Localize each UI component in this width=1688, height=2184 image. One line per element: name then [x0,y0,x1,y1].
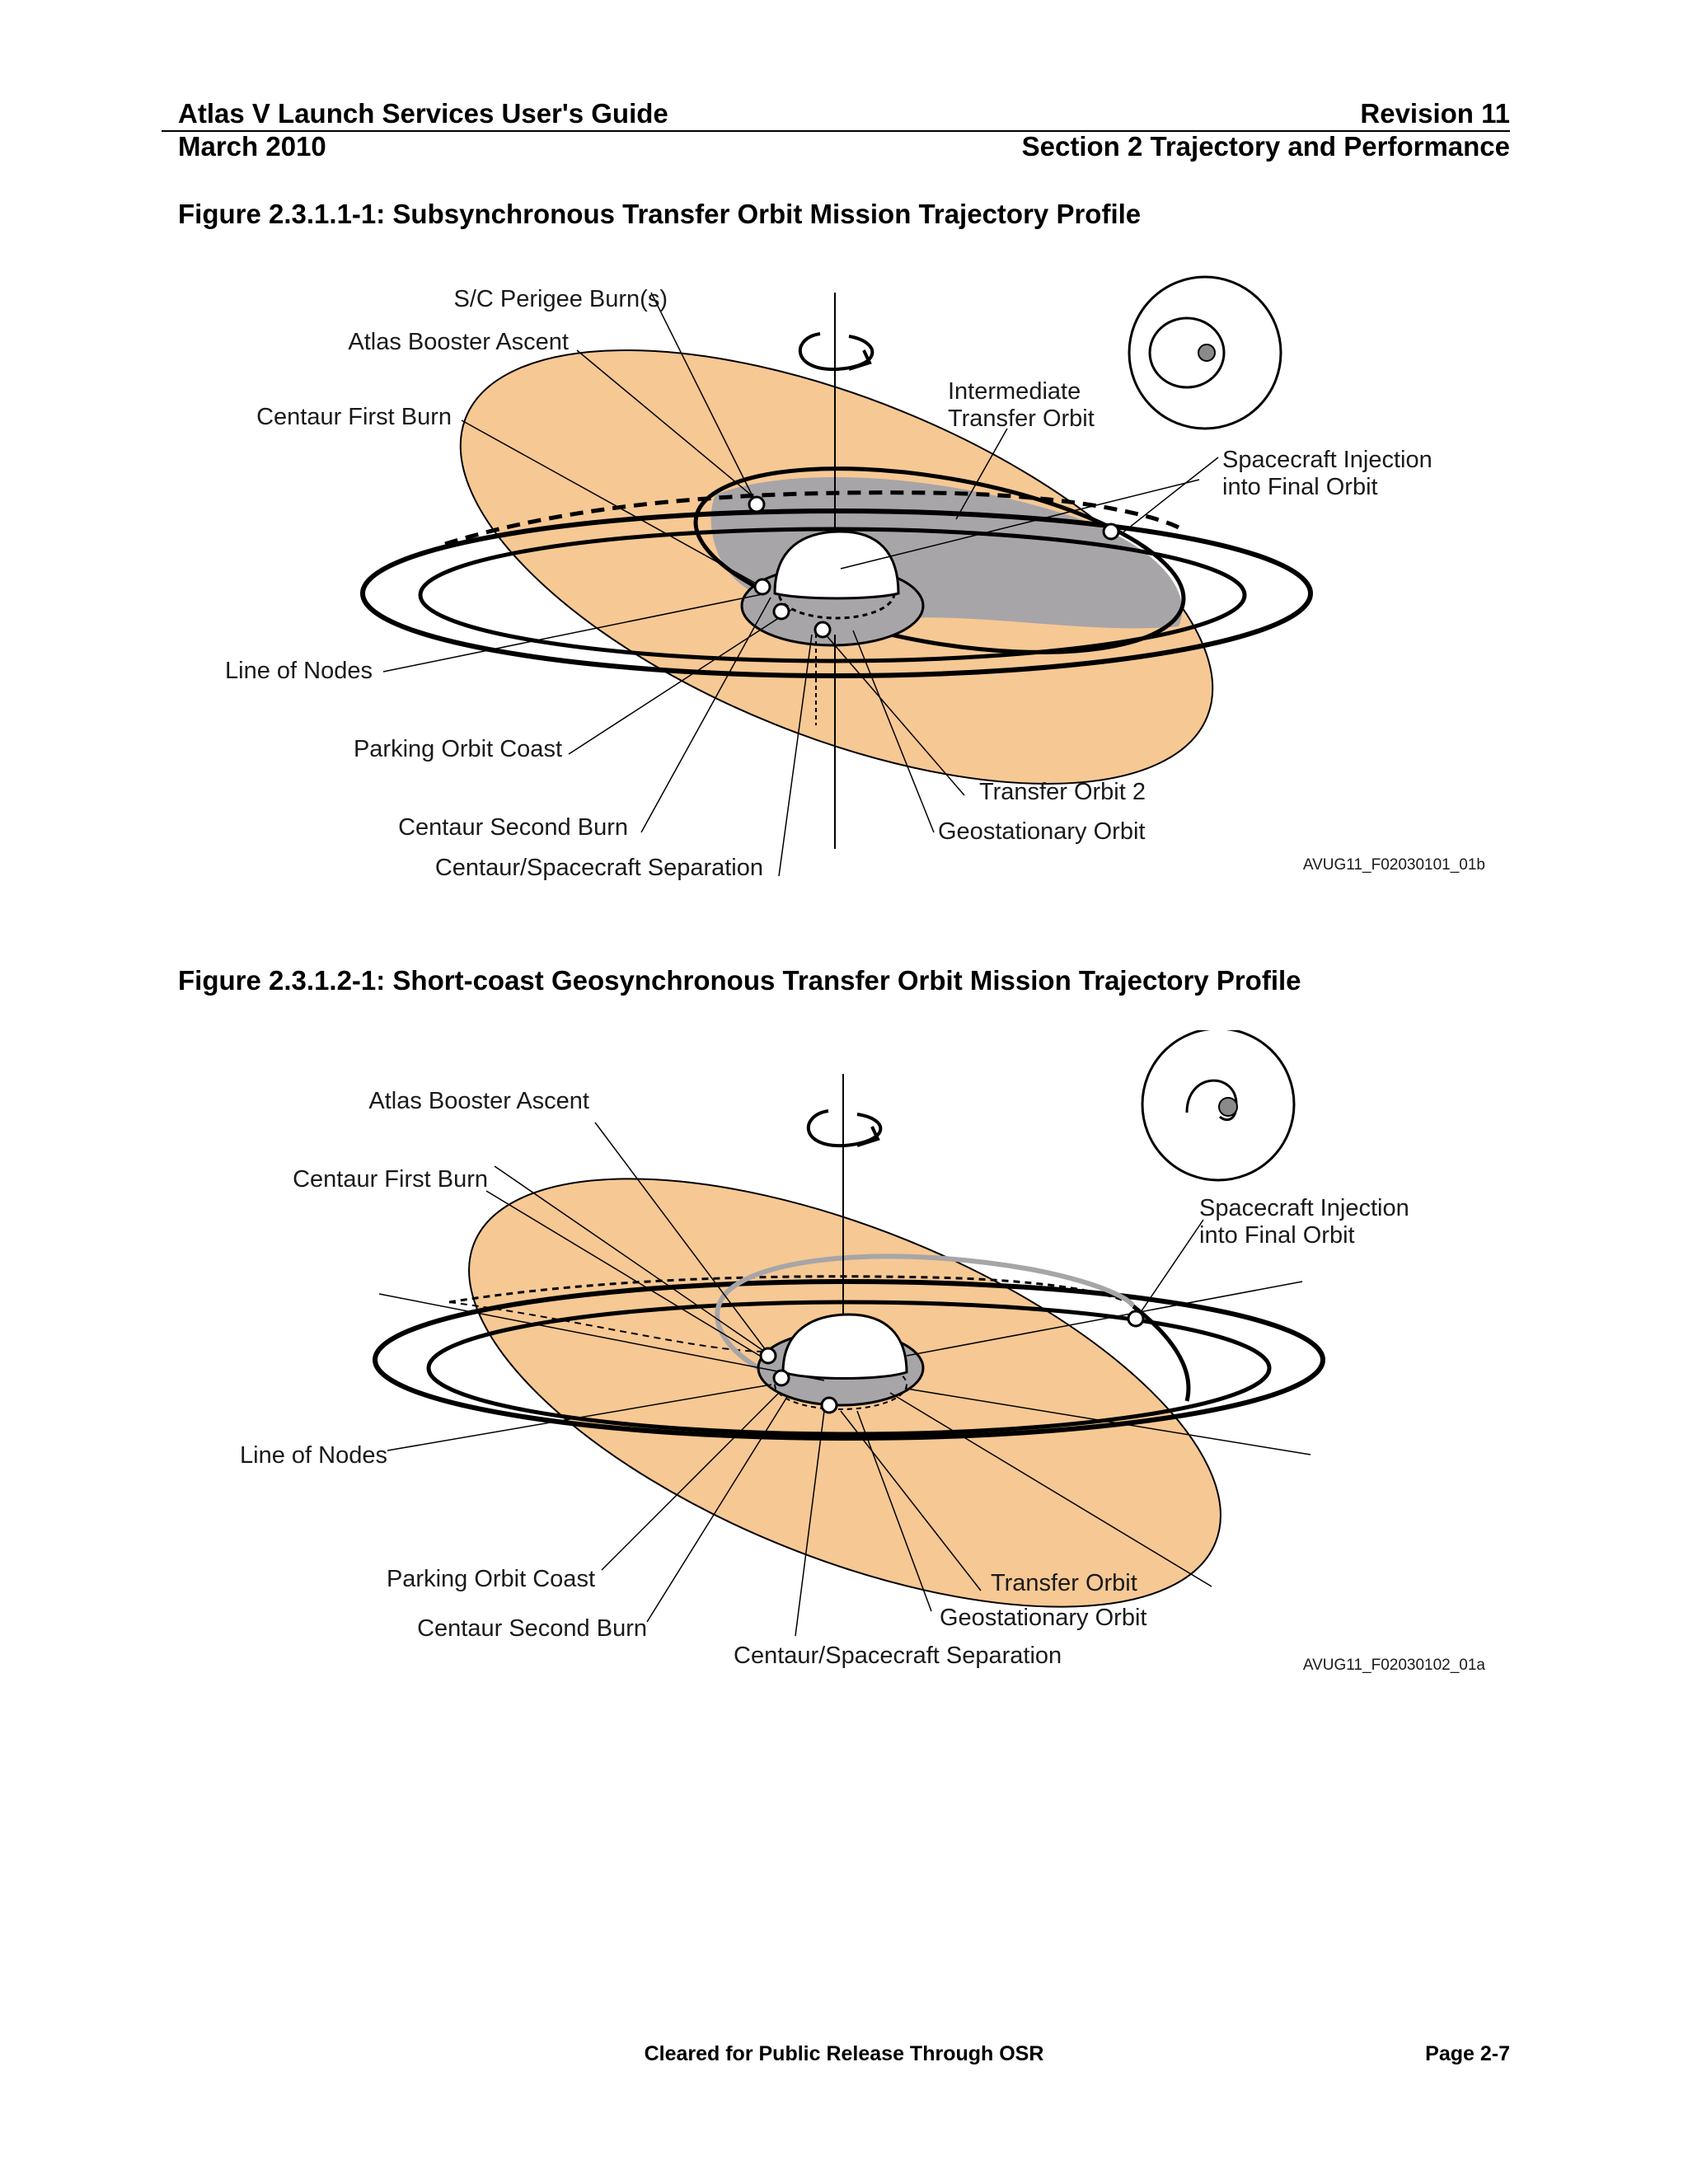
section-title: Section 2 Trajectory and Performance [1021,131,1510,162]
event-dot [748,495,766,513]
label-injection-1: Spacecraft Injection [1199,1195,1409,1221]
inset-transfer-orbit [1148,316,1226,389]
figure2-code: AVUG11_F02030102_01a [1303,1657,1486,1674]
geo-orbit-outer [360,509,1313,678]
label-first-burn: Centaur First Burn [256,404,452,430]
parking-orbit [774,1359,907,1410]
label-transfer-orbit: Transfer Orbit [991,1570,1137,1596]
event-dot [772,1369,790,1387]
orbit-back-dashed [444,490,1180,546]
revision: Revision 11 [1360,98,1510,129]
transfer-orbit [693,466,1186,654]
inset-earth-icon [1218,1097,1238,1117]
rotation-arrow-icon [806,1109,883,1148]
label-line-of-nodes: Line of Nodes [240,1442,387,1469]
label-parking-coast: Parking Orbit Coast [354,736,562,762]
geo-orbit-outer [373,1279,1325,1441]
rotation-arrow-icon [798,332,874,372]
label-geo-orbit: Geostationary Orbit [940,1605,1146,1631]
inset-transfer-orbit [1185,1079,1238,1122]
event-dot [1102,523,1120,541]
label-separation: Centaur/Spacecraft Separation [734,1643,1062,1669]
inset-final-orbit [1141,1030,1296,1182]
event-dot [820,1396,838,1414]
label-transfer-orbit-2: Transfer Orbit 2 [979,779,1146,805]
figure1-title: Figure 2.3.1.1-1: Subsynchronous Transfe… [178,199,1142,229]
label-second-burn: Centaur Second Burn [417,1615,647,1642]
release-note: Cleared for Public Release Through OSR [644,2042,1044,2065]
page-number: Page 2-7 [1425,2042,1510,2065]
label-injection-2: into Final Orbit [1222,474,1378,500]
label-separation: Centaur/Spacecraft Separation [435,855,763,881]
geo-orbit-inner [426,1300,1272,1436]
header-rule [162,130,1510,132]
label-booster-ascent: Atlas Booster Ascent [368,1088,589,1114]
earth-icon [773,530,900,600]
figure1-code: AVUG11_F02030101_01b [1303,856,1485,874]
earth-icon [781,1313,908,1380]
label-first-burn: Centaur First Burn [293,1166,488,1193]
event-dot [772,602,790,621]
label-injection-2: into Final Orbit [1199,1222,1355,1249]
doc-date: March 2010 [178,131,326,162]
event-dot [753,578,771,596]
figure2-title: Figure 2.3.1.2-1: Short-coast Geosynchro… [178,965,1301,996]
label-second-burn: Centaur Second Burn [398,814,628,841]
label-injection-1: Spacecraft Injection [1222,447,1432,473]
figure2-diagram: Atlas Booster Ascent Centaur First Burn … [240,1030,1486,1674]
event-dot [1127,1310,1145,1328]
geo-orbit-inner [418,527,1247,663]
label-booster-ascent: Atlas Booster Ascent [348,329,569,355]
event-dot [759,1347,777,1365]
inset-final-orbit [1128,275,1282,430]
label-geo-orbit: Geostationary Orbit [938,818,1145,845]
figure1-diagram: S/C Perigee Burn(s) Atlas Booster Ascent… [225,275,1485,881]
transfer-orbit [715,1254,1136,1375]
doc-title: Atlas V Launch Services User's Guide [178,98,668,129]
label-intermediate-2: Transfer Orbit [948,405,1095,432]
label-parking-coast: Parking Orbit Coast [387,1566,595,1592]
orbit-back-dashed [448,1275,1130,1304]
label-line-of-nodes: Line of Nodes [225,658,373,684]
event-dot [814,621,832,639]
label-intermediate-1: Intermediate [948,378,1081,405]
inset-earth-icon [1198,344,1216,362]
label-perigee-burns: S/C Perigee Burn(s) [454,286,668,312]
